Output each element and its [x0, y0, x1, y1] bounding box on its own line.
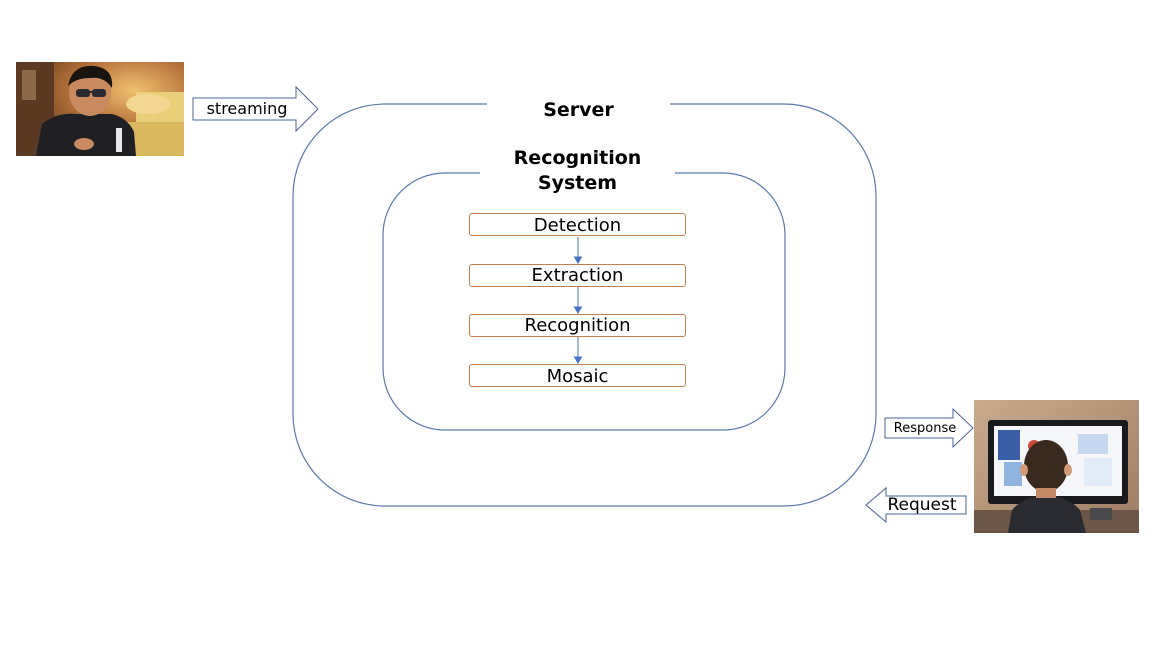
step-label-detection: Detection	[533, 215, 622, 236]
recognition-system-title: Recognition System	[480, 146, 675, 198]
streaming-arrow	[192, 85, 319, 133]
request-arrow	[865, 486, 967, 524]
step-connector-arrows	[573, 237, 583, 364]
step-label-recognition: Recognition	[524, 315, 631, 336]
step-box-extraction	[469, 264, 686, 287]
step-label-mosaic: Mosaic	[546, 366, 609, 387]
request-label: Request	[887, 495, 957, 515]
response-label: Response	[893, 421, 957, 436]
response-arrow	[884, 407, 974, 449]
viewer-photo	[974, 400, 1139, 533]
server-title: Server	[487, 95, 670, 125]
step-label-extraction: Extraction	[531, 265, 624, 286]
step-box-detection	[469, 213, 686, 236]
recognition-system-container	[382, 172, 786, 431]
recognition-system-title-line1: Recognition	[513, 147, 642, 169]
streamer-photo-illustration	[16, 62, 184, 156]
step-box-recognition	[469, 314, 686, 337]
step-box-mosaic	[469, 364, 686, 387]
streaming-label: streaming	[206, 99, 288, 118]
recognition-system-title-line2: System	[537, 172, 618, 194]
streamer-photo	[16, 62, 184, 156]
viewer-photo-illustration	[974, 400, 1139, 533]
